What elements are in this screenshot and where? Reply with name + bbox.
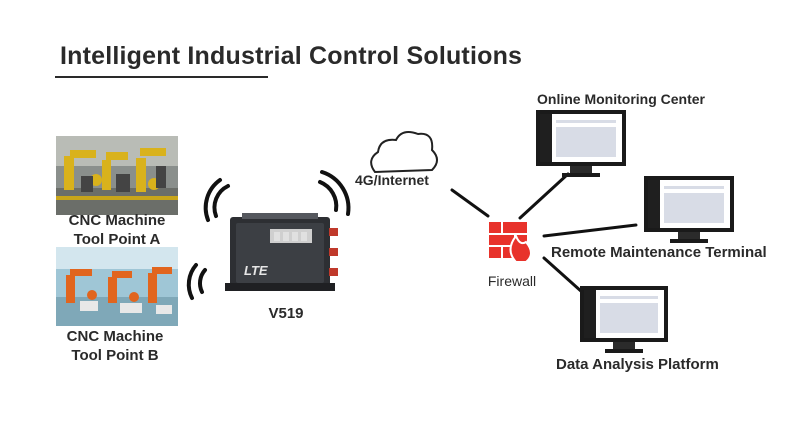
- cloud-icon: [370, 131, 438, 174]
- analysis-label: Data Analysis Platform: [556, 356, 719, 373]
- point-b-line2: Tool Point B: [71, 347, 159, 364]
- signal-waves-icon: [186, 170, 351, 300]
- link-internet-firewall: [450, 188, 490, 218]
- point-b-line1: CNC Machine: [66, 328, 164, 345]
- link-firewall-analysis: [542, 256, 584, 294]
- monitor-icon: [580, 286, 668, 353]
- point-b-photo: [56, 247, 178, 326]
- point-a-label: CNC Machine Tool Point A: [69, 211, 166, 249]
- point-a-line1: CNC Machine: [68, 212, 166, 229]
- network-label: 4G/Internet: [355, 172, 429, 188]
- monitor-icon: [644, 176, 734, 243]
- connection-lines: [450, 172, 638, 294]
- firewall-label: Firewall: [487, 273, 537, 289]
- point-a-photo: [56, 136, 178, 215]
- point-a-line2: Tool Point A: [73, 231, 161, 248]
- link-firewall-monitoring: [518, 172, 570, 220]
- point-b-label: CNC Machine Tool Point B: [67, 327, 164, 365]
- monitor-icon: [536, 110, 626, 177]
- monitoring-label: Online Monitoring Center: [537, 91, 705, 107]
- maintenance-label: Remote Maintenance Terminal: [551, 244, 767, 261]
- page-title: Intelligent Industrial Control Solutions: [60, 42, 523, 70]
- title-underline: [55, 76, 268, 78]
- router-icon: [225, 213, 338, 291]
- link-firewall-maintenance: [542, 223, 638, 238]
- router-model-label: V519: [268, 305, 304, 322]
- router-badge: LTE: [244, 263, 268, 278]
- firewall-icon: [489, 222, 532, 263]
